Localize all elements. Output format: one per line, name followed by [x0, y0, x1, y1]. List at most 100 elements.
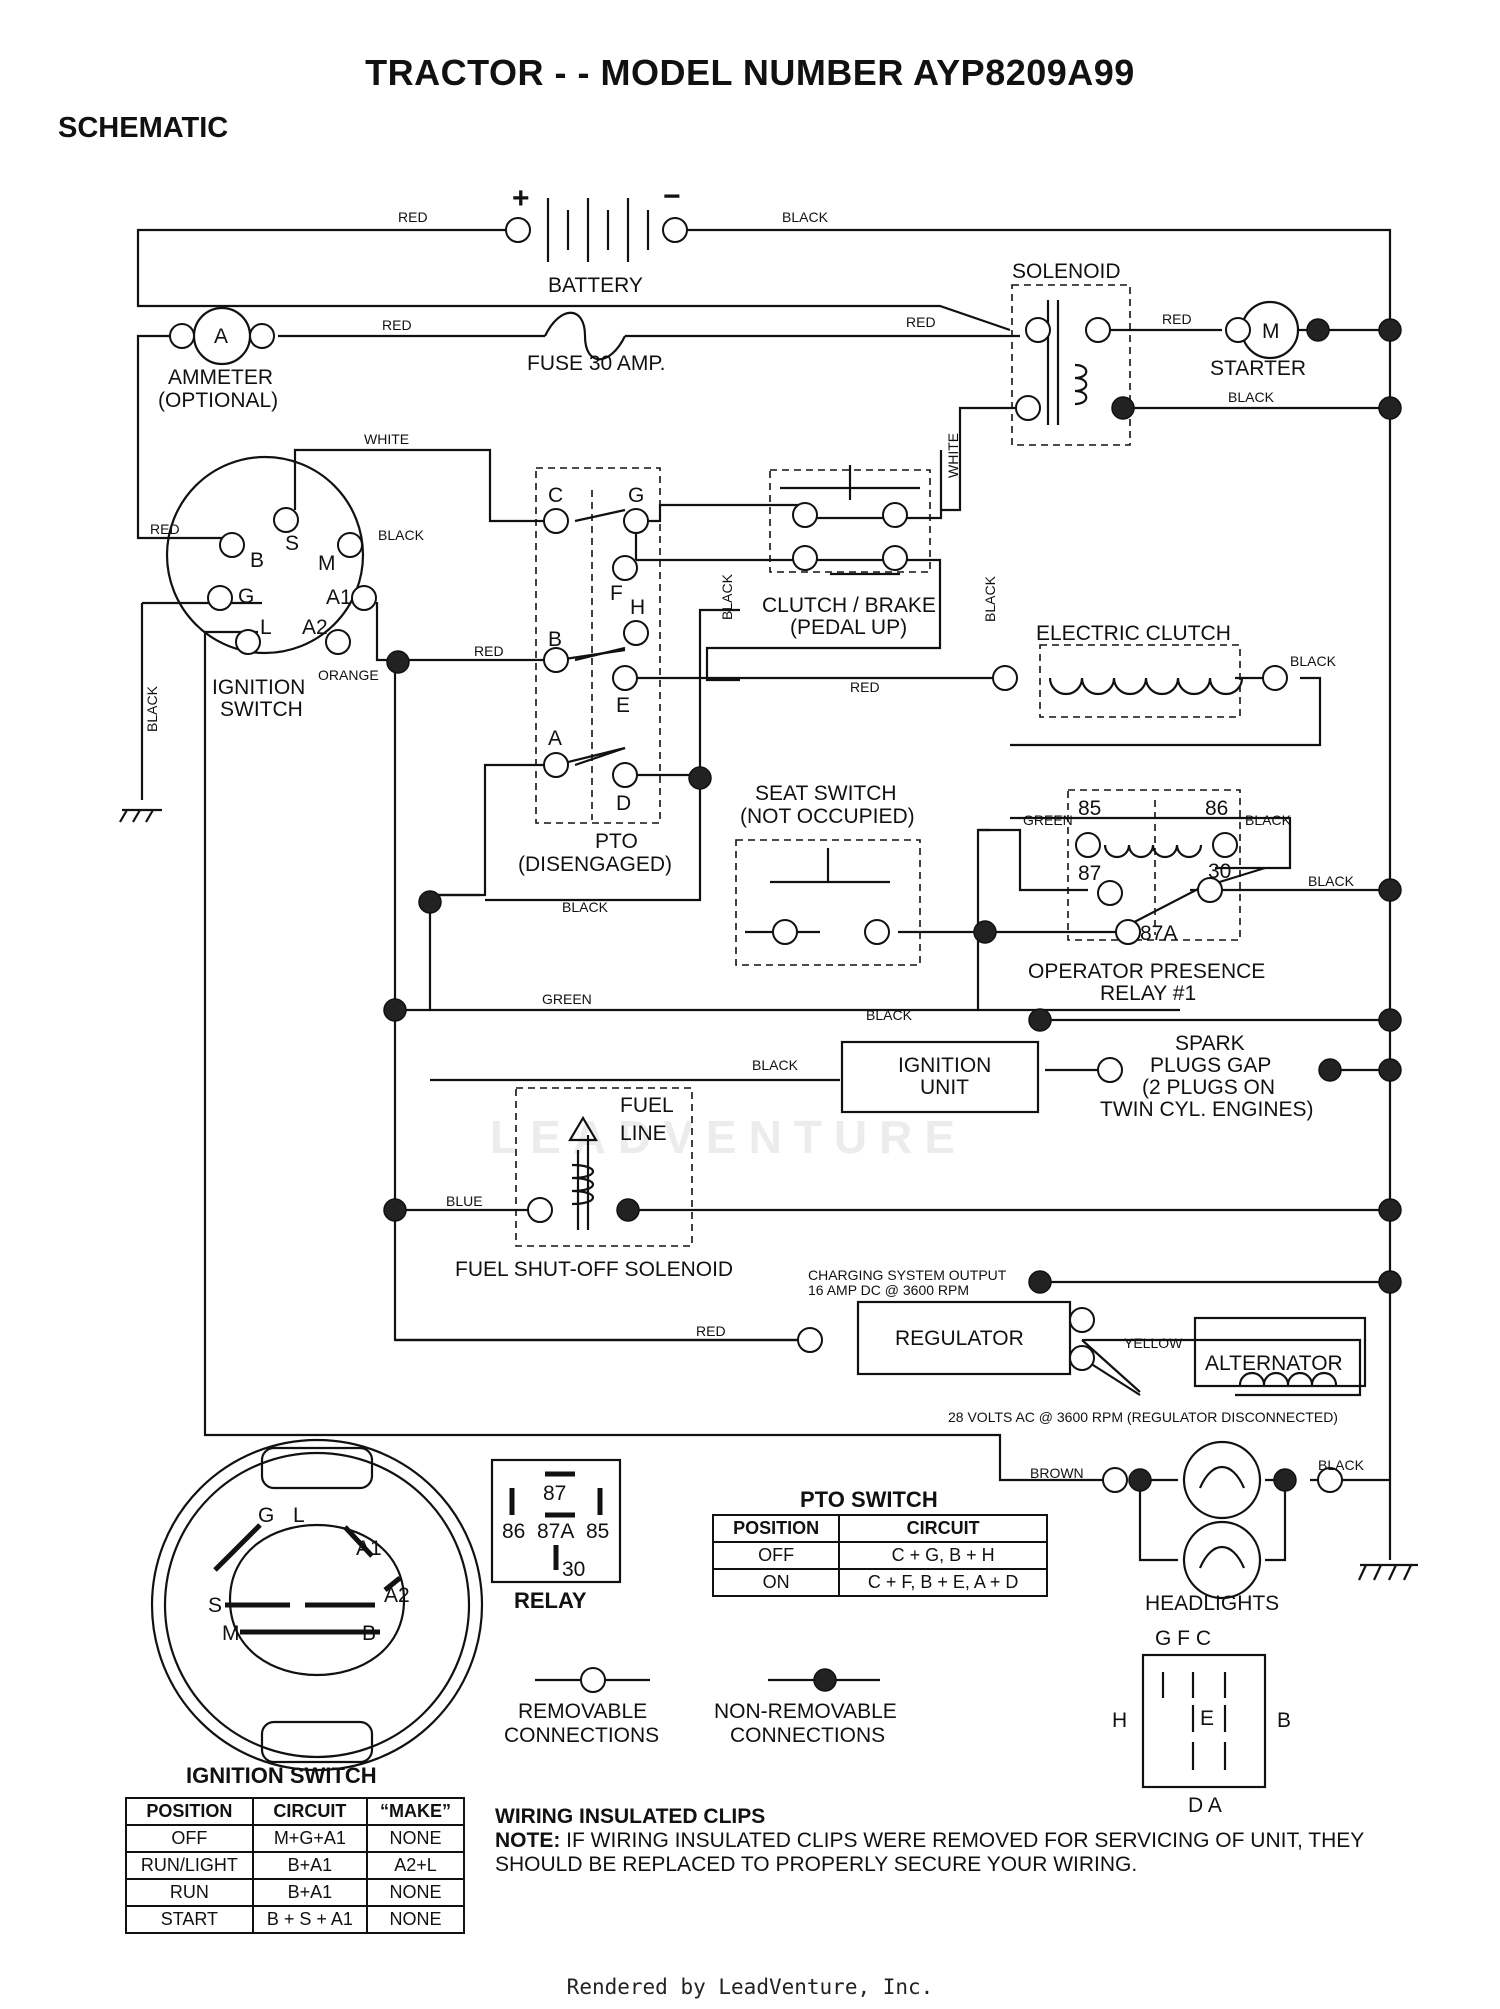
ign-header-circuit: CIRCUIT [251, 1797, 368, 1826]
wire-label-black: BLACK [1290, 653, 1337, 669]
clutch-brake-state: (PEDAL UP) [790, 616, 907, 639]
component-outlines [165, 198, 1367, 1600]
ign-row-make: NONE [365, 1878, 466, 1907]
note-text: IF WIRING INSULATED CLIPS WERE REMOVED F… [495, 1829, 1364, 1876]
ign-row-position: OFF [125, 1824, 254, 1853]
seat-switch-label: SEAT SWITCH [755, 782, 897, 805]
wire-label-green: GREEN [542, 991, 592, 1007]
relay-name: OPERATOR PRESENCE [1028, 960, 1265, 983]
pto-header-position: POSITION [711, 1514, 841, 1543]
wire-label-red: RED [1162, 311, 1192, 327]
wire-label-red: RED [474, 643, 504, 659]
wire-label-yellow: YELLOW [1124, 1335, 1183, 1351]
charging-output-1: CHARGING SYSTEM OUTPUT [808, 1267, 1007, 1283]
relay-terminal-85: 85 [1078, 797, 1101, 820]
wire-label-black: BLACK [719, 573, 735, 620]
ignition-switch-table-title: IGNITION SWITCH [186, 1763, 377, 1788]
face-label-g: G [258, 1504, 274, 1527]
wire-label-orange: ORANGE [318, 667, 379, 683]
wiring-note: WIRING INSULATED CLIPS NOTE: IF WIRING I… [495, 1805, 1425, 1877]
ign-terminal-g: G [238, 585, 254, 608]
removable-label-2: CONNECTIONS [504, 1724, 659, 1747]
fuse-label: FUSE 30 AMP. [527, 352, 666, 375]
spark-label-4: TWIN CYL. ENGINES) [1100, 1098, 1314, 1121]
table-row: OFF C + G, B + H [711, 1541, 1048, 1570]
face-label-s: S [208, 1594, 222, 1617]
pto-row-position: ON [711, 1568, 841, 1597]
ign-terminal-b: B [250, 549, 264, 572]
battery-plus: + [512, 182, 530, 215]
relay-pin-87: 87 [543, 1482, 566, 1505]
pinout-bottom: D A [1188, 1794, 1222, 1817]
ign-row-position: RUN/LIGHT [125, 1851, 254, 1880]
alternator-label: ALTERNATOR [1205, 1352, 1343, 1375]
ammeter-optional: (OPTIONAL) [158, 389, 278, 412]
ammeter-symbol: A [214, 325, 228, 348]
relay-terminal-30: 30 [1208, 860, 1231, 883]
ign-terminal-a1: A1 [326, 586, 352, 609]
ign-row-circuit: B+A1 [251, 1851, 368, 1880]
wire-label-red: RED [398, 209, 428, 225]
ign-terminal-a2: A2 [302, 616, 328, 639]
relay-pin-87a: 87A [537, 1520, 574, 1543]
wire-label-red: RED [382, 317, 412, 333]
starter-label: STARTER [1210, 357, 1306, 380]
footer-credit: Rendered by LeadVenture, Inc. [566, 1975, 934, 1999]
ignition-switch-face: G L A1 S A2 M B [150, 1438, 484, 1772]
non-removable-label-2: CONNECTIONS [730, 1724, 885, 1747]
seat-switch-state: (NOT OCCUPIED) [740, 805, 915, 828]
relay-pin-30: 30 [562, 1558, 585, 1581]
wire-labels: RED BLACK RED RED RED BLACK WHITE RED BL… [144, 209, 1365, 1481]
ammeter-label: AMMETER [168, 366, 273, 389]
face-label-b: B [362, 1622, 376, 1645]
relay-terminal-87a: 87A [1140, 922, 1177, 945]
ign-terminal-s: S [285, 532, 299, 555]
spark-label-1: SPARK [1175, 1032, 1245, 1055]
pto-connector-pinout: G F C H B E D A [1112, 1627, 1291, 1817]
electric-clutch-label: ELECTRIC CLUTCH [1036, 622, 1231, 645]
charging-output-2: 16 AMP DC @ 3600 RPM [808, 1282, 969, 1298]
wire-label-black: BLACK [982, 575, 998, 622]
pto-terminal-a: A [548, 727, 562, 750]
removable-label-1: REMOVABLE [518, 1700, 647, 1723]
relay-legend: 87 87A 86 85 30 RELAY [490, 1458, 622, 1613]
ignition-unit-label-2: UNIT [920, 1076, 969, 1099]
ign-row-circuit: B+A1 [251, 1878, 368, 1907]
ignition-switch-table: POSITION CIRCUIT “MAKE” OFF M+G+A1 NONE … [125, 1797, 466, 1934]
ign-row-make: A2+L [365, 1851, 466, 1880]
wire-label-red: RED [906, 314, 936, 330]
pinout-center: E [1200, 1707, 1214, 1730]
pto-terminal-b: B [548, 628, 562, 651]
table-row: START B + S + A1 NONE [125, 1905, 466, 1934]
wire-label-brown: BROWN [1030, 1465, 1084, 1481]
note-heading: WIRING INSULATED CLIPS [495, 1805, 766, 1828]
ign-row-position: RUN [125, 1878, 254, 1907]
relay-pin-86: 86 [502, 1520, 525, 1543]
relay-pin-85: 85 [586, 1520, 609, 1543]
ignition-switch-label-1: IGNITION [212, 676, 305, 699]
ign-row-make: NONE [365, 1905, 466, 1934]
watermark: LEADVENTURE [490, 1111, 968, 1163]
pto-terminal-e: E [616, 694, 630, 717]
terminal-labels: B S M G A1 L A2 C G F H B E A D 85 86 87… [238, 484, 1231, 945]
wire-label-black: BLACK [1318, 1457, 1365, 1473]
wire-label-black: BLACK [782, 209, 829, 225]
ign-header-make: “MAKE” [365, 1797, 466, 1826]
table-row: ON C + F, B + E, A + D [711, 1568, 1048, 1597]
alternator-note: 28 VOLTS AC @ 3600 RPM (REGULATOR DISCON… [948, 1409, 1338, 1425]
fuel-line-label-2: LINE [620, 1122, 667, 1145]
regulator-label: REGULATOR [895, 1327, 1024, 1350]
solenoid-label: SOLENOID [1012, 260, 1121, 283]
relay-terminal-86: 86 [1205, 797, 1228, 820]
pto-state: (DISENGAGED) [518, 853, 672, 876]
wire-label-black: BLACK [1245, 812, 1292, 828]
wire-label-black: BLACK [144, 685, 160, 732]
ign-terminal-m: M [318, 552, 336, 575]
wire-label-red: RED [850, 679, 880, 695]
ign-row-circuit: M+G+A1 [251, 1824, 368, 1853]
pto-terminal-c: C [548, 484, 563, 507]
pinout-left: H [1112, 1709, 1127, 1732]
note-body: NOTE: IF WIRING INSULATED CLIPS WERE REM… [495, 1829, 1425, 1877]
ign-row-make: NONE [365, 1824, 466, 1853]
